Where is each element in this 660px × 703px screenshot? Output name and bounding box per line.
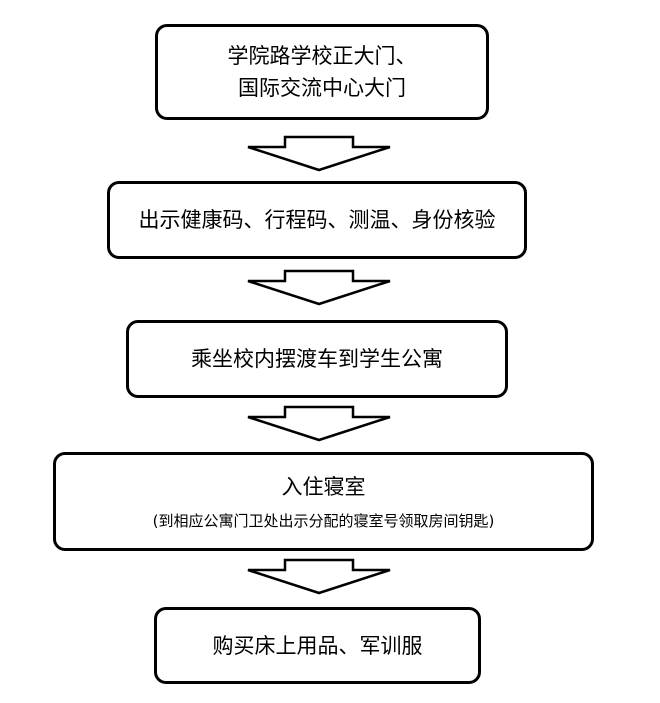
- step-4-box: 入住寝室 (到相应公寓门卫处出示分配的寝室号领取房间钥匙): [53, 452, 594, 551]
- step-2-box: 出示健康码、行程码、测温、身份核验: [107, 181, 527, 259]
- down-arrow-icon: [247, 405, 391, 442]
- step-1-line-1: 学院路学校正大门、: [227, 44, 417, 68]
- down-arrow-icon: [247, 135, 391, 172]
- down-arrow-icon: [247, 269, 391, 306]
- step-4-line-1: 入住寝室: [281, 474, 366, 499]
- step-3-line-1: 乘坐校内摆渡车到学生公寓: [191, 347, 443, 371]
- step-1-box: 学院路学校正大门、 国际交流中心大门: [155, 24, 489, 120]
- step-2-line-1: 出示健康码、行程码、测温、身份核验: [138, 208, 496, 232]
- step-5-line-1: 购买床上用品、军训服: [212, 633, 423, 658]
- step-1-line-2: 国际交流中心大门: [238, 76, 406, 100]
- down-arrow-icon: [247, 558, 391, 595]
- step-5-box: 购买床上用品、军训服: [154, 607, 481, 684]
- step-4-note: (到相应公寓门卫处出示分配的寝室号领取房间钥匙): [152, 511, 495, 530]
- step-3-box: 乘坐校内摆渡车到学生公寓: [126, 320, 508, 398]
